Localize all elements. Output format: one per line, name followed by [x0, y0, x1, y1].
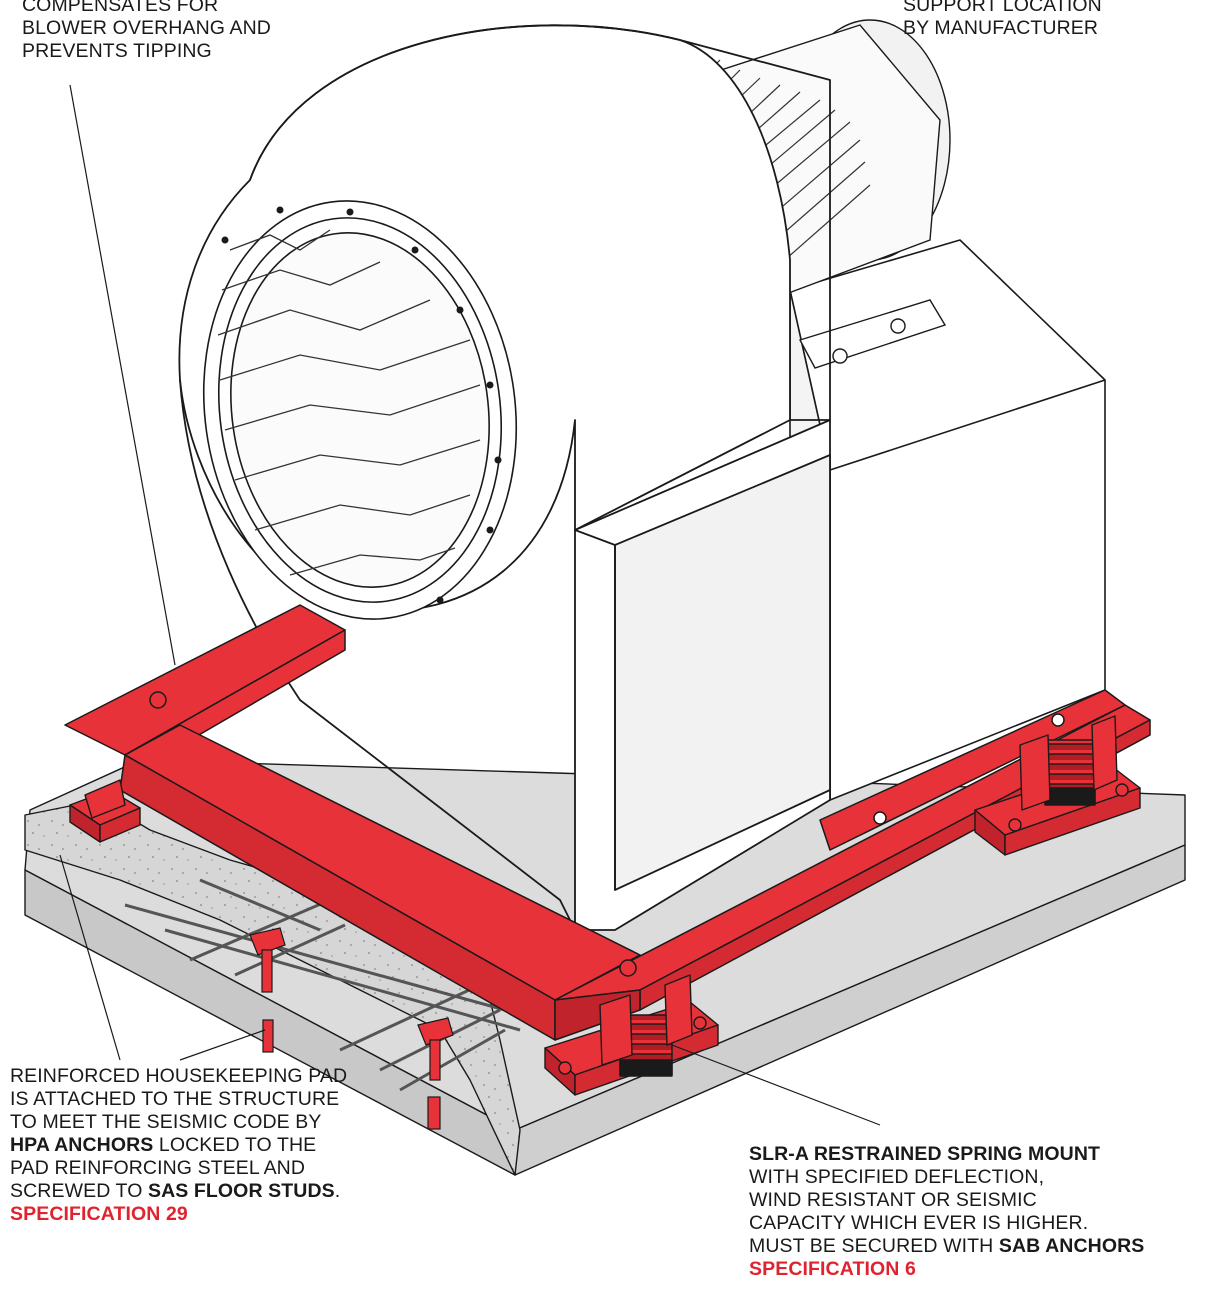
callout-line: CAPACITY WHICH EVER IS HIGHER. [749, 1212, 1089, 1234]
callout-line: SUPPORT LOCATION [903, 0, 1102, 16]
callout-line: . [334, 1180, 341, 1202]
callout-line: PAD REINFORCING STEEL AND [10, 1157, 306, 1179]
callout-base-overhang: COMPENSATES FOR BLOWER OVERHANG AND PREV… [22, 0, 382, 63]
callout-support-location: SUPPORT LOCATION BY MANUFACTURER [903, 0, 1213, 40]
leader-line [671, 1044, 881, 1126]
callout-bold-term: SAB ANCHORS [998, 1235, 1145, 1257]
callout-bold-term: SLR-A RESTRAINED SPRING MOUNT [749, 1143, 1101, 1165]
callout-line: PREVENTS TIPPING [22, 40, 212, 62]
specification-label: SPECIFICATION 29 [10, 1203, 188, 1225]
spring-mount [69, 779, 141, 843]
leader-line [69, 84, 176, 666]
callout-line: BLOWER OVERHANG AND [22, 17, 271, 39]
callout-line: BY MANUFACTURER [903, 17, 1099, 39]
callout-line: SCREWED TO [10, 1180, 148, 1202]
leader-line [59, 854, 266, 1061]
callout-line: REINFORCED HOUSEKEEPING PAD [10, 1065, 348, 1087]
spring-mount [544, 974, 719, 1096]
callout-bold-term: SAS FLOOR STUDS [147, 1180, 335, 1202]
hpa-anchor [417, 1017, 454, 1130]
callout-line: WIND RESISTANT OR SEISMIC [749, 1189, 1037, 1211]
reinforcing-steel [124, 878, 521, 1092]
callout-line: TO MEET THE SEISMIC CODE BY [10, 1111, 322, 1133]
callout-bold-term: HPA ANCHORS [10, 1134, 154, 1156]
specification-label: SPECIFICATION 6 [749, 1258, 916, 1280]
inlet-wheel [202, 200, 518, 620]
callout-line: IS ATTACHED TO THE STRUCTURE [10, 1088, 340, 1110]
callout-line: WITH SPECIFIED DEFLECTION, [749, 1166, 1045, 1188]
callout-line: COMPENSATES FOR [22, 0, 219, 16]
spring-mount [974, 715, 1141, 856]
callout-line: MUST BE SECURED WITH [749, 1235, 999, 1257]
callout-housekeeping-pad: REINFORCED HOUSEKEEPING PAD IS ATTACHED … [10, 1065, 450, 1226]
callout-line: LOCKED TO THE [153, 1134, 317, 1156]
hpa-anchor [249, 927, 286, 1053]
inlet-bolt [221, 206, 502, 604]
callout-spring-mount: SLR-A RESTRAINED SPRING MOUNT WITH SPECI… [749, 1143, 1219, 1281]
